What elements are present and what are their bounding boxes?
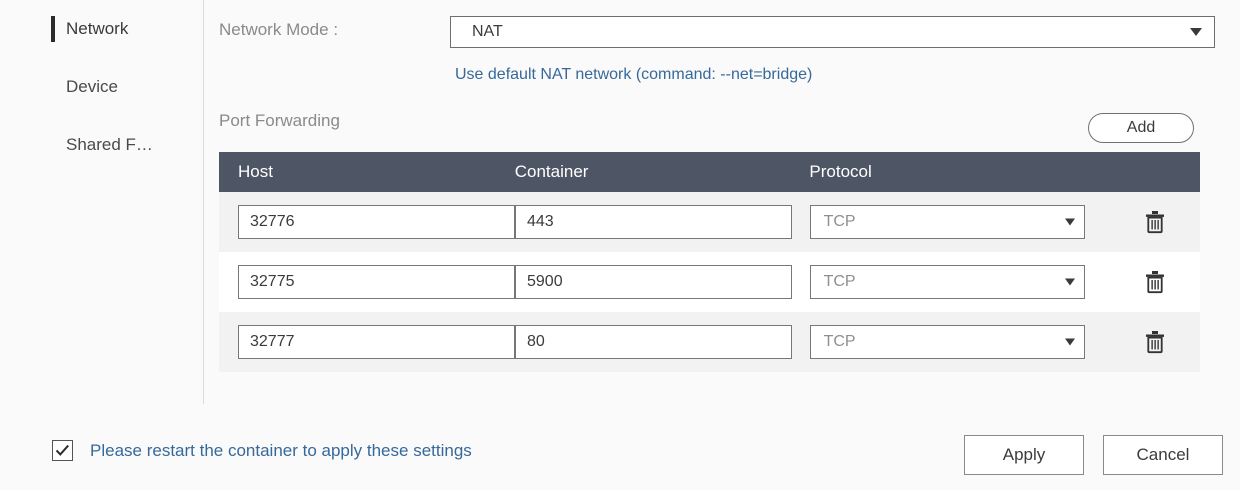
trash-icon bbox=[1145, 271, 1164, 294]
restart-checkbox[interactable] bbox=[52, 440, 73, 461]
delete-row-button[interactable] bbox=[1142, 328, 1168, 356]
protocol-select[interactable]: TCP bbox=[809, 265, 1085, 299]
port-forwarding-table: Host Container Protocol TCP bbox=[219, 152, 1200, 372]
apply-button[interactable]: Apply bbox=[964, 435, 1084, 475]
port-forwarding-title: Port Forwarding bbox=[219, 111, 340, 130]
protocol-select[interactable]: TCP bbox=[809, 205, 1085, 239]
column-header-host: Host bbox=[238, 162, 273, 181]
chevron-down-icon bbox=[1064, 278, 1075, 286]
delete-row-button[interactable] bbox=[1142, 268, 1168, 296]
cell-protocol: TCP bbox=[809, 265, 1110, 299]
delete-row-button[interactable] bbox=[1142, 208, 1168, 236]
host-port-input[interactable] bbox=[238, 265, 515, 299]
network-mode-row: Network Mode : NAT bbox=[219, 16, 1225, 48]
cell-host bbox=[219, 325, 515, 359]
column-header-protocol: Protocol bbox=[809, 162, 872, 181]
container-port-input[interactable] bbox=[515, 325, 792, 359]
trash-icon bbox=[1145, 331, 1164, 354]
protocol-value: TCP bbox=[823, 333, 856, 350]
sidebar-item-network[interactable]: Network bbox=[0, 0, 203, 58]
sidebar-item-label: Shared F… bbox=[66, 135, 153, 154]
container-port-input[interactable] bbox=[515, 205, 792, 239]
host-port-input[interactable] bbox=[238, 325, 515, 359]
active-indicator bbox=[51, 16, 55, 42]
network-mode-label: Network Mode : bbox=[219, 20, 339, 39]
container-port-input[interactable] bbox=[515, 265, 792, 299]
cell-actions bbox=[1109, 328, 1200, 356]
chevron-down-icon bbox=[1064, 338, 1075, 346]
network-settings-panel: Network Mode : NAT Use default NAT netwo… bbox=[204, 0, 1240, 404]
cell-protocol: TCP bbox=[809, 205, 1110, 239]
cell-container bbox=[515, 325, 810, 359]
trash-icon bbox=[1145, 211, 1164, 234]
protocol-select[interactable]: TCP bbox=[809, 325, 1085, 359]
settings-sidebar: Network Device Shared F… bbox=[0, 0, 204, 404]
table-row: TCP bbox=[219, 192, 1200, 252]
protocol-value: TCP bbox=[823, 273, 856, 290]
chevron-down-icon bbox=[1064, 218, 1075, 226]
host-port-input[interactable] bbox=[238, 205, 515, 239]
default-nat-network-link[interactable]: Use default NAT network (command: --net=… bbox=[455, 66, 813, 83]
chevron-down-icon bbox=[1190, 28, 1202, 36]
restart-notice-label: Please restart the container to apply th… bbox=[90, 440, 472, 460]
sidebar-item-label: Network bbox=[66, 19, 129, 38]
dialog-footer: Please restart the container to apply th… bbox=[0, 404, 1240, 490]
add-port-forwarding-button[interactable]: Add bbox=[1088, 113, 1194, 143]
sidebar-item-label: Device bbox=[66, 77, 118, 96]
sidebar-item-shared-folders[interactable]: Shared F… bbox=[0, 116, 203, 174]
cell-actions bbox=[1109, 268, 1200, 296]
cell-container bbox=[515, 205, 810, 239]
sidebar-item-device[interactable]: Device bbox=[0, 58, 203, 116]
table-header-row: Host Container Protocol bbox=[219, 152, 1200, 192]
cell-protocol: TCP bbox=[809, 325, 1110, 359]
table-row: TCP bbox=[219, 312, 1200, 372]
network-mode-select[interactable]: NAT bbox=[450, 16, 1215, 48]
column-header-container: Container bbox=[514, 162, 589, 181]
protocol-value: TCP bbox=[823, 213, 856, 230]
cell-host bbox=[219, 265, 515, 299]
restart-notice[interactable]: Please restart the container to apply th… bbox=[52, 440, 472, 461]
network-mode-value: NAT bbox=[472, 23, 503, 40]
table-row: TCP bbox=[219, 252, 1200, 312]
checkmark-icon bbox=[55, 444, 69, 456]
cell-actions bbox=[1109, 208, 1200, 236]
cell-host bbox=[219, 205, 515, 239]
cell-container bbox=[515, 265, 810, 299]
cancel-button[interactable]: Cancel bbox=[1103, 435, 1223, 475]
